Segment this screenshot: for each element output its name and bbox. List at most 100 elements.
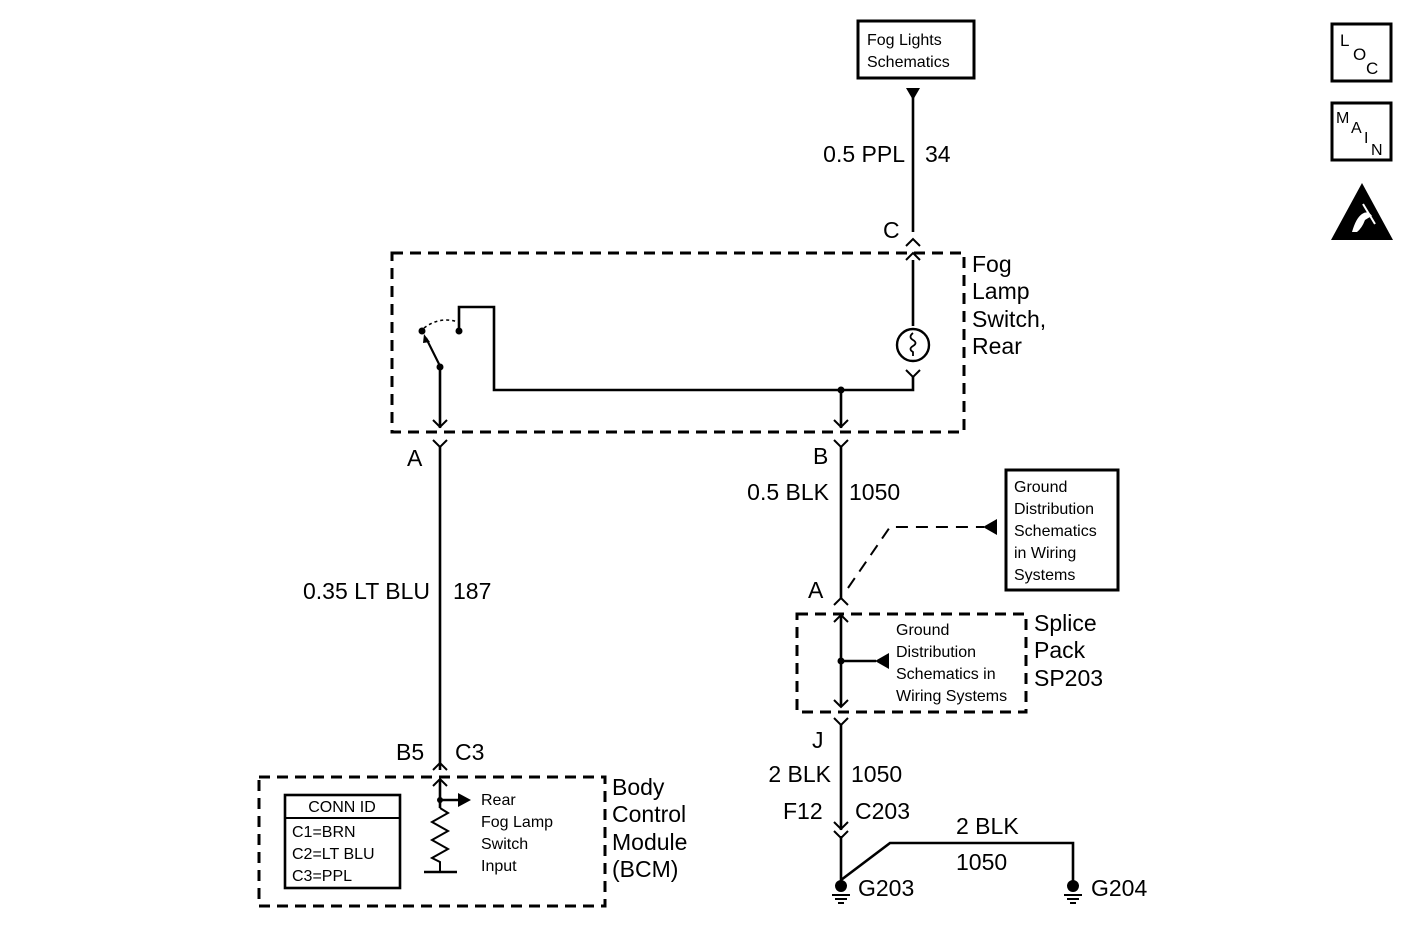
circuit-number-label: 187 <box>453 578 491 604</box>
pin-label: C <box>883 217 900 243</box>
svg-text:Rear: Rear <box>972 333 1022 359</box>
circuit-number-label: 1050 <box>956 849 1007 875</box>
contact-dot <box>418 327 426 335</box>
fog-lamp-switch-label: Fog Lamp Switch, Rear <box>972 251 1046 359</box>
svg-text:Rear: Rear <box>481 792 516 809</box>
ground-distribution-splice-note[interactable]: Ground Distribution Schematics in Wiring… <box>896 622 1007 705</box>
svg-text:Fog Lights: Fog Lights <box>867 32 942 49</box>
svg-text:Module: Module <box>612 829 687 855</box>
reference-arrow-icon <box>983 519 997 535</box>
ground-g204 <box>1064 880 1082 904</box>
reference-leader-line <box>847 526 984 589</box>
svg-text:Switch,: Switch, <box>972 306 1046 332</box>
bcm-boundary <box>257 775 607 908</box>
wire-gauge-label: 2 BLK <box>956 813 1019 839</box>
wire-1050-g204 <box>840 841 1075 884</box>
pin-label: C3 <box>455 739 484 765</box>
ground-g203 <box>832 880 850 904</box>
svg-text:Splice: Splice <box>1034 610 1097 636</box>
wire-gauge-label: 0.35 LT BLU <box>303 578 430 604</box>
svg-text:Lamp: Lamp <box>972 278 1030 304</box>
pin-label: B <box>813 443 828 469</box>
connector-chevron-icon <box>432 439 448 449</box>
svg-text:Schematics: Schematics <box>1014 523 1097 540</box>
conn-id-title: CONN ID <box>308 799 376 816</box>
input-arrow-icon <box>458 793 471 807</box>
svg-text:(BCM): (BCM) <box>612 856 678 882</box>
conn-id-row: C1=BRN <box>292 824 356 841</box>
svg-text:in Wiring: in Wiring <box>1014 545 1076 562</box>
svg-text:Pack: Pack <box>1034 637 1086 663</box>
svg-text:Distribution: Distribution <box>1014 501 1094 518</box>
contact-dot <box>455 327 463 335</box>
svg-text:Wiring Systems: Wiring Systems <box>896 688 1007 705</box>
connector-chevron-icon <box>905 369 921 379</box>
conn-id-row: C2=LT BLU <box>292 846 375 863</box>
svg-text:Fog: Fog <box>972 251 1012 277</box>
svg-text:Switch: Switch <box>481 836 528 853</box>
connector-chevron-icon <box>833 821 849 831</box>
bcm-input-label: Rear Fog Lamp Switch Input <box>481 792 553 875</box>
svg-text:M: M <box>1336 110 1349 127</box>
ground-distribution-schematics-link[interactable]: Ground Distribution Schematics in Wiring… <box>1004 468 1120 592</box>
svg-text:Schematics in: Schematics in <box>896 666 996 683</box>
main-button[interactable]: M A I N <box>1330 101 1393 162</box>
switch-internal-wire <box>457 305 915 392</box>
svg-text:Control: Control <box>612 801 686 827</box>
connector-chevron-icon <box>432 419 448 429</box>
reference-arrow-icon <box>875 653 889 669</box>
connector-label: C203 <box>855 798 910 824</box>
esd-warning-icon[interactable] <box>1331 183 1393 240</box>
splice-pack-boundary <box>795 612 1028 714</box>
circuit-number-label: 1050 <box>851 761 902 787</box>
connector-chevron-icon <box>905 251 921 261</box>
svg-text:Ground: Ground <box>1014 479 1067 496</box>
wire-gauge-label: 0.5 BLK <box>747 479 829 505</box>
circuit-number-label: 1050 <box>849 479 900 505</box>
ground-label: G203 <box>858 875 914 901</box>
fog-lights-schematics-link[interactable]: Fog Lights Schematics <box>856 19 976 80</box>
svg-text:SP203: SP203 <box>1034 665 1103 691</box>
switch-blade-icon <box>425 337 441 367</box>
reference-arrow-icon <box>906 88 920 100</box>
bcm-label: Body Control Module (BCM) <box>612 774 687 882</box>
connector-chevron-icon <box>833 596 849 606</box>
splice-pack-label: Splice Pack SP203 <box>1034 610 1103 691</box>
svg-text:Distribution: Distribution <box>896 644 976 661</box>
fog-lamp-switch-boundary <box>390 251 966 434</box>
svg-text:Fog Lamp: Fog Lamp <box>481 814 553 831</box>
pin-label: A <box>407 445 423 471</box>
svg-text:C: C <box>1366 59 1378 78</box>
connector-chevron-icon <box>833 699 849 709</box>
switch-arrow-icon <box>423 334 430 343</box>
resistor-icon <box>429 807 451 872</box>
svg-text:Input: Input <box>481 858 517 875</box>
svg-text:A: A <box>1351 120 1362 137</box>
connector-chevron-icon <box>833 439 849 449</box>
loc-button[interactable]: L O C <box>1330 22 1393 83</box>
circuit-number-label: 34 <box>925 141 951 167</box>
switch-travel-arc <box>423 319 459 329</box>
svg-text:N: N <box>1371 142 1383 159</box>
svg-text:I: I <box>1364 130 1368 147</box>
svg-text:Systems: Systems <box>1014 567 1075 584</box>
svg-text:Ground: Ground <box>896 622 949 639</box>
connector-chevron-icon <box>432 761 448 771</box>
svg-text:Schematics: Schematics <box>867 54 950 71</box>
svg-text:L: L <box>1340 31 1349 50</box>
pin-label: F12 <box>783 798 823 824</box>
wire-gauge-label: 0.5 PPL <box>823 141 905 167</box>
pin-label: B5 <box>396 739 424 765</box>
ground-label: G204 <box>1091 875 1147 901</box>
conn-id-table: CONN ID C1=BRN C2=LT BLU C3=PPL <box>283 793 402 890</box>
pin-label: A <box>808 577 824 603</box>
connector-chevron-icon <box>833 419 849 429</box>
connector-chevron-icon <box>905 237 921 247</box>
connector-chevron-icon <box>432 777 448 787</box>
svg-text:O: O <box>1353 45 1366 64</box>
connector-chevron-icon <box>833 613 849 623</box>
switch-lamp-icon <box>895 327 931 363</box>
svg-text:Body: Body <box>612 774 665 800</box>
wire-gauge-label: 2 BLK <box>768 761 831 787</box>
